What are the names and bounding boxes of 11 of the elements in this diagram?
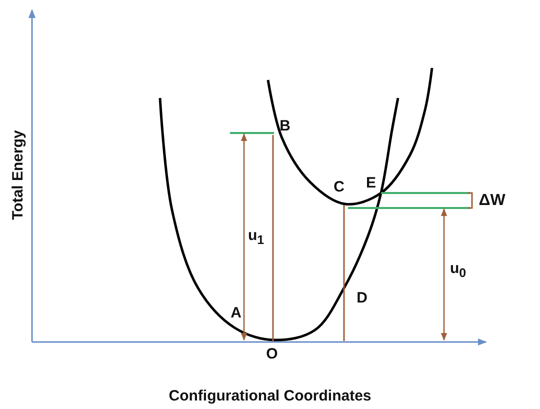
energy-label: ΔW xyxy=(478,193,506,209)
energy-label: u$_{1}$ xyxy=(248,228,264,246)
point-label: O xyxy=(266,346,278,362)
point-label: D xyxy=(356,290,368,306)
axis-title: Configurational Coordinates xyxy=(168,388,372,404)
energy-label: u$_{0}$ xyxy=(450,260,466,280)
point-label: E xyxy=(366,176,376,190)
axis-title: Total Energy xyxy=(10,130,26,220)
point-label: C xyxy=(334,180,344,194)
point-label: A xyxy=(230,306,242,320)
point-label: B xyxy=(280,118,290,134)
